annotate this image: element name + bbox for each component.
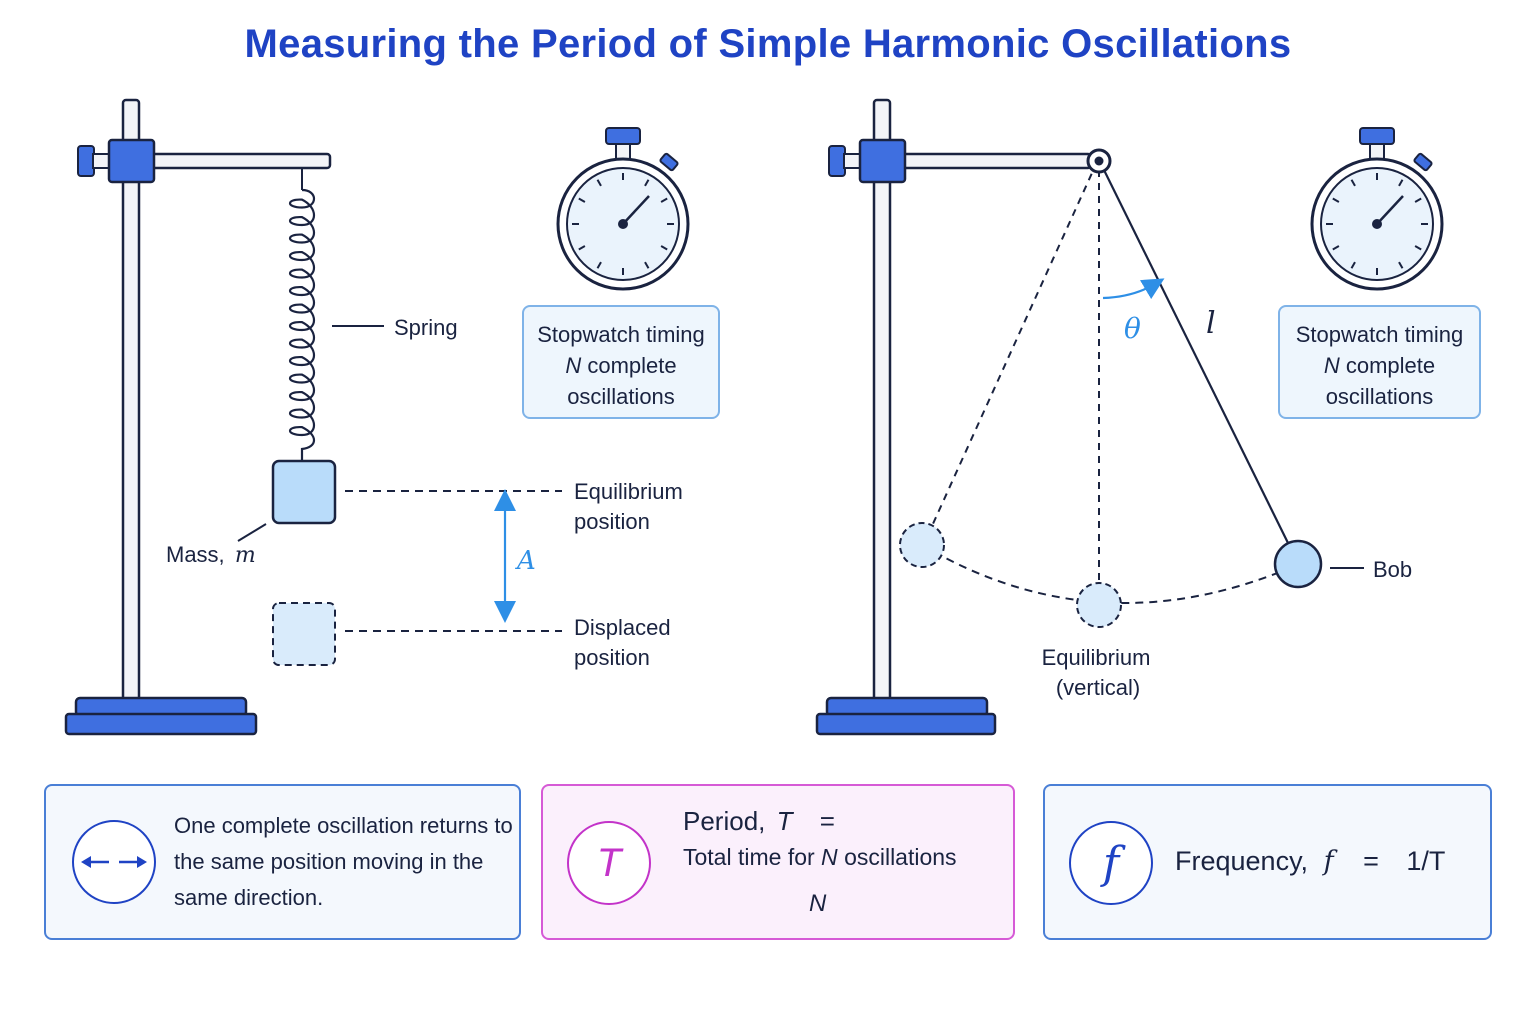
stopwatch-caption-left: Stopwatch timing N complete oscillations xyxy=(522,305,720,419)
stand-base-bottom xyxy=(64,712,258,736)
stopwatch-tick xyxy=(1398,179,1404,187)
mass-label: Mass, m xyxy=(166,542,256,568)
mass-block xyxy=(271,459,337,525)
pendulum-stand xyxy=(815,98,1093,736)
stopwatch-tick xyxy=(660,197,668,203)
clamp-screw xyxy=(92,153,110,169)
stopwatch-caption-line2: N complete xyxy=(565,353,677,378)
stand-pole xyxy=(121,98,141,702)
length-symbol: l xyxy=(1206,306,1216,341)
pivot-center xyxy=(1094,156,1104,166)
stopwatch-tick xyxy=(1414,245,1422,251)
oscillation-definition-text: One complete oscillation returns to the … xyxy=(174,813,513,910)
clamp-knob xyxy=(828,145,846,177)
double-arrow-icon xyxy=(81,856,147,868)
frequency-formula-card: f Frequency, f = 1/T xyxy=(1043,784,1492,940)
displaced-label: Displaced xyxy=(574,615,671,640)
mass-leader-line xyxy=(237,523,267,542)
period-lhs: Period, T = xyxy=(683,806,835,836)
stopwatch-tick xyxy=(644,179,650,187)
stopwatch-caption-line3: oscillations xyxy=(567,384,675,409)
displaced-mass-block xyxy=(272,602,336,666)
spring-label: Spring xyxy=(394,315,458,340)
stopwatch-caption-right: Stopwatch timing N complete oscillations xyxy=(1278,305,1481,419)
stopwatch-tick xyxy=(578,197,586,203)
displaced-label-2: position xyxy=(574,645,650,670)
bob-label: Bob xyxy=(1373,557,1412,582)
stopwatch-tick xyxy=(1350,261,1356,269)
left-string-dashed xyxy=(931,161,1098,527)
frequency-formula: Frequency, f = 1/T xyxy=(1175,846,1446,877)
spring-coil-path xyxy=(288,188,316,461)
stopwatch-tick xyxy=(1414,197,1422,203)
stopwatch-tick xyxy=(660,245,668,251)
stopwatch-tick xyxy=(1398,261,1404,269)
period-badge: T xyxy=(567,821,651,905)
stand-base-bottom xyxy=(815,712,997,736)
oscillation-definition-card: One complete oscillation returns to the … xyxy=(44,784,521,940)
stopwatch-tick xyxy=(1332,197,1340,203)
bob-ghost-center xyxy=(1076,582,1122,628)
stopwatch-caption-line2: N complete xyxy=(1323,353,1436,378)
stopwatch-tick xyxy=(1332,245,1340,251)
spring-stand xyxy=(64,98,332,736)
angle-symbol: θ xyxy=(1124,312,1141,345)
stopwatch-tick xyxy=(578,245,586,251)
equilibrium-label: Equilibrium xyxy=(574,479,683,504)
oscillation-badge xyxy=(72,820,156,904)
pendulum-bob xyxy=(1273,539,1323,589)
period-formula-card: T Period, T = Total time for N oscillati… xyxy=(541,784,1015,940)
stopwatch-caption-line3: oscillations xyxy=(1325,384,1434,409)
period-numerator: Total time for N oscillations xyxy=(683,844,957,870)
stand-arm xyxy=(889,152,1093,170)
stopwatch-caption-line1: Stopwatch timing xyxy=(537,322,705,347)
period-denominator: N xyxy=(809,890,827,917)
clamp-screw xyxy=(843,153,861,169)
clamp-block xyxy=(107,138,156,184)
pendulum-equilibrium-label-2: (vertical) xyxy=(1056,675,1140,700)
stopwatch-tick xyxy=(596,261,602,269)
clamp-knob xyxy=(77,145,95,177)
stopwatch-caption-line1: Stopwatch timing xyxy=(1295,322,1464,347)
spring-coil xyxy=(288,168,316,461)
stopwatch-icon xyxy=(556,127,690,291)
frequency-badge-symbol: f xyxy=(1102,837,1120,889)
amplitude-symbol: A xyxy=(515,546,536,576)
angle-arc xyxy=(1102,278,1165,300)
clamp-block xyxy=(858,138,907,184)
equilibrium-label-2: position xyxy=(574,509,650,534)
period-badge-symbol: T xyxy=(596,840,622,885)
stopwatch-tick xyxy=(596,179,602,187)
stand-pole xyxy=(872,98,892,702)
stopwatch-tick xyxy=(1350,179,1356,187)
stopwatch-tick xyxy=(644,261,650,269)
stand-arm xyxy=(138,152,332,170)
pendulum-equilibrium-label: Equilibrium xyxy=(1042,645,1151,670)
stopwatch-icon xyxy=(1310,127,1444,291)
bob-ghost-left xyxy=(899,522,945,568)
frequency-badge: f xyxy=(1069,821,1153,905)
diagram-title: Measuring the Period of Simple Harmonic … xyxy=(244,22,1292,66)
pendulum-string xyxy=(1102,167,1290,546)
